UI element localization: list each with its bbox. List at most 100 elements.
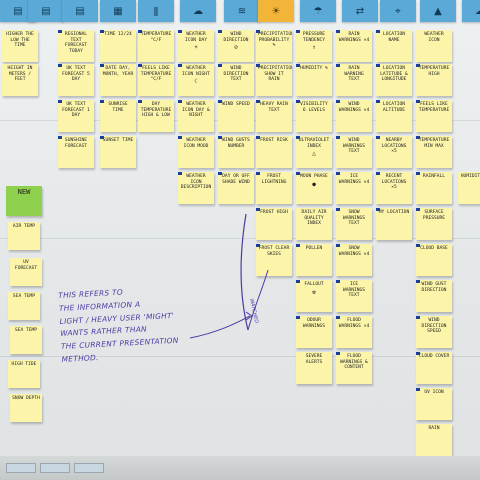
sticky-note: HIGHER THE LOW THE TIME <box>2 30 38 62</box>
sticky-note: DAILY AIR QUALITY INDEX <box>296 208 332 240</box>
sticky-note-text: UK TEXT FORECAST 5 DAY <box>62 66 90 83</box>
blue-marker-tab <box>376 64 380 67</box>
sticky-note: CLOUD COVER <box>416 352 452 384</box>
sticky-note-text: WEATHER ICON <box>424 32 444 43</box>
blue-marker-tab <box>416 172 420 175</box>
blue-marker-tab <box>336 100 340 103</box>
sticky-note: WEATHER ICON DESCRIPTION <box>178 172 214 204</box>
sketch-icon: ☾ <box>194 78 198 86</box>
blue-marker-tab <box>218 64 222 67</box>
sticky-note-text: WIND DIRECTION SPEED <box>421 318 447 335</box>
sticky-note-text: SUNRISE TIME <box>108 102 128 113</box>
blue-marker-tab <box>376 208 380 211</box>
sticky-note: WIND GUSTS NUMBER <box>218 136 254 168</box>
sticky-note-text: ICE WARNINGS ×4 <box>338 174 370 185</box>
blue-marker-tab <box>138 64 142 67</box>
sticky-note: WIND DIRECTION⊘ <box>218 30 254 62</box>
sticky-note: LOCATION LATITUDE & LONGITUDE <box>376 64 412 96</box>
sticky-note: MY LOCATION <box>376 208 412 240</box>
sticky-note: PRECIPITATION PROBABILITY % <box>256 30 292 62</box>
sticky-note: DATE DAY, MONTH, YEAR <box>100 64 136 96</box>
blue-marker-tab <box>178 136 182 139</box>
blue-marker-tab <box>218 100 222 103</box>
sticky-note-text: RAINFALL <box>422 174 446 179</box>
location-pin-icon: ⌖ <box>380 0 416 22</box>
sticky-note: ICE WARNINGS ×4 <box>336 172 372 204</box>
sticky-note: REGIONAL TEXT FORECAST TODAY <box>58 30 94 62</box>
blue-marker-tab <box>256 64 260 67</box>
sticky-note: TEMPERATURE MIN MAX <box>416 136 452 168</box>
wind-icon: ≋ <box>224 0 260 22</box>
sticky-note: WEATHER ICON DAY & NIGHT <box>178 100 214 132</box>
sticky-note-text: WEATHER ICON MOOD <box>183 138 209 149</box>
sticky-note-text: TEMPERATURE HIGH <box>418 66 450 77</box>
sticky-note-text: ODOUR WARNINGS <box>302 318 326 329</box>
sticky-note: WEATHER ICON NIGHT☾ <box>178 64 214 96</box>
sticky-note: TEMPERATURE HIGH <box>416 64 452 96</box>
sticky-note: WIND GUST DIRECTION <box>416 280 452 312</box>
blue-marker-tab <box>178 172 182 175</box>
sticky-note-text: POLLEN <box>305 246 323 251</box>
sticky-note-text: HUMIDITY % <box>300 66 328 71</box>
sticky-note-text: WEATHER ICON DESCRIPTION <box>180 174 212 191</box>
sticky-note-text: WEATHER ICON DAY & NIGHT <box>182 102 210 119</box>
sticky-note-text: PRECIPITATION PROBABILITY % <box>258 32 292 49</box>
blue-marker-tab <box>416 388 420 391</box>
blue-marker-tab <box>296 280 300 283</box>
blue-marker-tab <box>416 208 420 211</box>
sticky-note-text: DATE DAY, MONTH, YEAR <box>102 66 134 77</box>
blue-marker-tab <box>58 136 62 139</box>
sticky-note: SEVERE ALERTS <box>296 352 332 384</box>
blue-marker-tab <box>296 316 300 319</box>
sticky-note: FEELS LIKE TEMPERATURE °C/F <box>138 64 174 96</box>
sticky-note: WIND WARNINGS ×4 <box>336 100 372 132</box>
sticky-note: FLOOD WARNINGS & CONTENT <box>336 352 372 384</box>
sticky-note: PRECIPITATION SHOW IT RAIN <box>256 64 292 96</box>
sketch-icon: ⊘ <box>234 44 238 52</box>
blue-marker-tab <box>178 64 182 67</box>
sticky-note-text: FEELS LIKE TEMPERATURE °C/F <box>140 66 172 83</box>
sticky-note: UK TEXT FORECAST 1 DAY <box>58 100 94 132</box>
blue-marker-tab <box>416 352 420 355</box>
sticky-note: SURFACE PRESSURE <box>416 208 452 240</box>
sticky-note-text: ICE WARNINGS TEXT <box>342 282 366 299</box>
sketch-icon: ☀ <box>194 44 198 52</box>
blue-marker-tab <box>218 172 222 175</box>
blue-marker-tab <box>416 280 420 283</box>
blue-marker-tab <box>336 352 340 355</box>
sticky-note-text: FROST HIGH <box>260 210 288 215</box>
blue-marker-tab <box>376 172 380 175</box>
sticky-note-text: NEARBY LOCATIONS ×5 <box>381 138 407 155</box>
blue-marker-tab <box>100 30 104 33</box>
blue-marker-tab <box>256 244 260 247</box>
blue-marker-tab <box>376 136 380 139</box>
sticky-note: FROST HIGH <box>256 208 292 240</box>
new-item-note: UV FORECAST <box>10 258 42 286</box>
blue-marker-tab <box>336 244 340 247</box>
sticky-note: TIME 12/24 <box>100 30 136 62</box>
sticky-note-text: UV ICON <box>424 390 444 395</box>
sticky-note: UV ICON <box>416 388 452 420</box>
sticky-note: WIND DIRECTION TEXT <box>218 64 254 96</box>
sticky-note: UK TEXT FORECAST 5 DAY <box>58 64 94 96</box>
sticky-note: HUMIDITY % <box>296 64 332 96</box>
sticky-note: VISIBILITY 6 LEVELS <box>296 100 332 132</box>
sticky-note-text: DAY TEMPERATURE HIGH & LOW <box>140 102 172 119</box>
calendar-icon: ▦ <box>100 0 136 22</box>
sticky-note-text: RAIN <box>428 426 440 431</box>
sticky-note: ICE WARNINGS TEXT <box>336 280 372 312</box>
sticky-note-text: SNOW WARNINGS TEXT <box>342 210 366 227</box>
sticky-note: FROST RISK <box>256 136 292 168</box>
sticky-note-text: TEMPERATURE °C/F <box>140 32 172 43</box>
sticky-note-text: DAILY AIR QUALITY INDEX <box>301 210 327 227</box>
sticky-note: SNOW WARNINGS ×4 <box>336 244 372 276</box>
new-item-note: SEA TEMP <box>10 326 42 354</box>
blue-marker-tab <box>256 136 260 139</box>
sticky-note-text: WEATHER ICON DAY <box>184 32 208 43</box>
sticky-note: WEATHER ICON MOOD <box>178 136 214 168</box>
sticky-note-text: HEAVY RAIN TEXT <box>260 102 288 113</box>
handwritten-annotation: THIS REFERS TO THE INFORMATION A LIGHT /… <box>58 281 242 367</box>
sticky-note: RAINFALL <box>416 172 452 204</box>
blue-marker-tab <box>296 244 300 247</box>
